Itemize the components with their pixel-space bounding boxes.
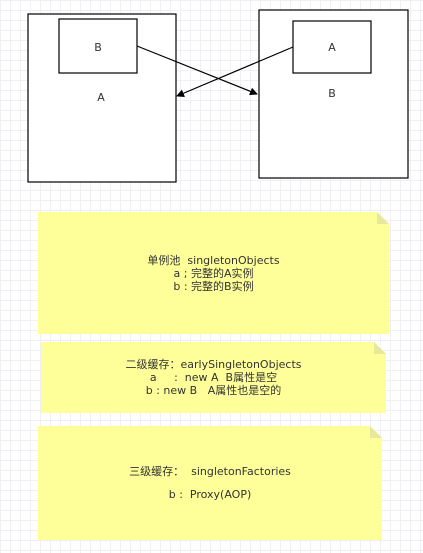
note-singleton-objects-line-b: b : 完整的B实例 [173, 279, 254, 293]
bean-a-label: A [97, 91, 105, 104]
note-singleton-objects[interactable]: 单例池 singletonObjects a ; 完整的A实例 b : 完整的B… [38, 212, 389, 334]
note-early-singleton-objects-title: 二级缓存：earlySingletonObjects [125, 358, 302, 371]
note-singleton-factories-title: 三级缓存： singletonFactories [129, 465, 291, 478]
bean-b-label: B [328, 87, 336, 100]
note-early-singleton-objects[interactable]: 二级缓存：earlySingletonObjects a : new A B属性… [41, 342, 386, 413]
bean-b-field-a-box[interactable] [292, 20, 372, 74]
bean-b-field-a-label: A [328, 41, 336, 54]
note-singleton-objects-line-a: a ; 完整的A实例 [173, 266, 254, 280]
note-singleton-objects-title: 单例池 singletonObjects [147, 253, 280, 267]
note-early-singleton-objects-line-b: b : new B A属性也是空的 [145, 384, 282, 397]
arrow-a-field-to-bean-a [176, 46, 294, 97]
bean-b-box[interactable] [258, 9, 409, 179]
note-singleton-factories[interactable]: 三级缓存： singletonFactories b : Proxy(AOP) [38, 426, 382, 540]
arrow-b-field-to-bean-b [136, 45, 258, 96]
note-singleton-factories-line-b: b : Proxy(AOP) [168, 488, 252, 501]
note-early-singleton-objects-line-a: a : new A B属性是空 [149, 371, 278, 384]
bean-a-field-b-label: B [94, 41, 102, 54]
bean-a-field-b-box[interactable] [58, 18, 138, 74]
